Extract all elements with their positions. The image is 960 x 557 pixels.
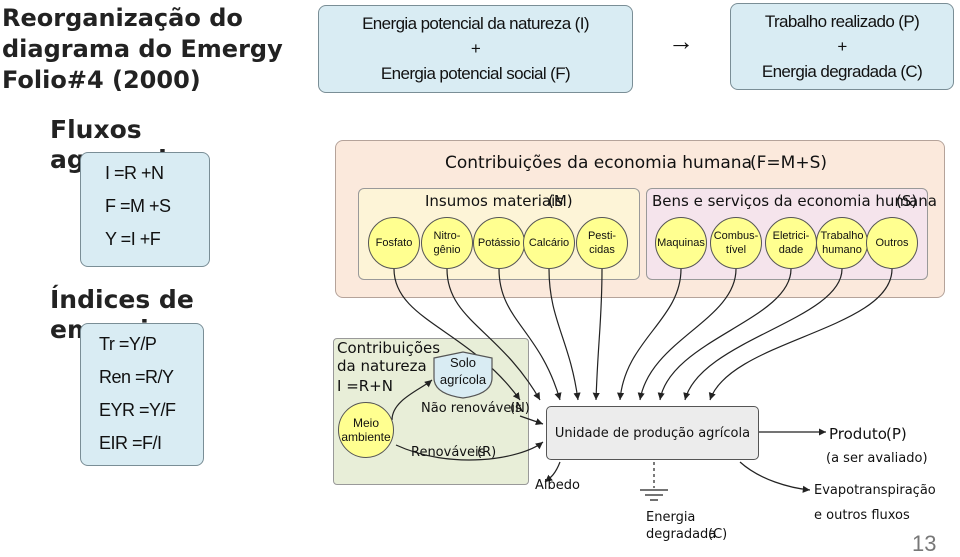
node-nitrogenio: Nitro- gênio bbox=[421, 217, 473, 269]
nature-title: Contribuições da natureza bbox=[337, 339, 441, 375]
product-note: (a ser avaliado) bbox=[826, 451, 928, 466]
index-ren: Ren =R/Y bbox=[99, 367, 174, 387]
fluxos-eq-i: I =R +N bbox=[105, 163, 164, 183]
node-outros: Outros bbox=[866, 217, 918, 269]
flow-combustivel bbox=[637, 268, 737, 401]
input-energy-plus: + bbox=[470, 39, 481, 58]
albedo-label: Albedo bbox=[535, 478, 580, 493]
flow-nitrogenio bbox=[446, 268, 541, 401]
index-tr: Tr =Y/P bbox=[99, 334, 157, 354]
node-meio-ambiente: Meio ambiente bbox=[338, 402, 394, 458]
production-unit-box: Unidade de produção agrícola bbox=[546, 406, 759, 460]
fluxos-eq-y: Y =I +F bbox=[105, 229, 161, 249]
degraded-line2: degradada bbox=[646, 527, 717, 542]
node-pesticidas: Pesti- cidas bbox=[576, 217, 628, 269]
node-maquinas: Maquinas bbox=[655, 217, 707, 269]
output-work: Trabalho realizado (P) bbox=[764, 12, 920, 31]
flow-renew bbox=[395, 441, 544, 461]
input-energy-natural: Energia potencial da natureza (I) bbox=[362, 14, 589, 33]
flow-pesticidas bbox=[592, 268, 603, 401]
page-number: 13 bbox=[912, 531, 937, 556]
input-energy-box: Energia potencial da natureza (I) + Ener… bbox=[318, 5, 633, 93]
degraded-line1: Energia bbox=[646, 510, 696, 525]
flow-eletricidade bbox=[657, 268, 792, 401]
index-eyr: EYR =Y/F bbox=[99, 400, 176, 420]
indices-box: Tr =Y/P Ren =R/Y EYR =Y/F EIR =F/I bbox=[80, 323, 204, 466]
product-label: Produto bbox=[829, 425, 887, 443]
nonrenewable-label: Não renováveis bbox=[421, 401, 522, 416]
flow-albedo bbox=[544, 461, 561, 483]
slide-title: Reorganização do diagrama do Emergy Foli… bbox=[2, 4, 283, 94]
evapo-line1: Evapotranspiração bbox=[814, 483, 936, 498]
flow-nonrenew bbox=[519, 415, 544, 426]
evapo-line2: e outros fluxos bbox=[814, 508, 910, 523]
output-plus: + bbox=[837, 37, 847, 56]
node-combustivel: Combus- tível bbox=[710, 217, 762, 269]
degraded-code: (C) bbox=[708, 527, 728, 542]
output-degraded: Energia degradada (C) bbox=[761, 62, 923, 81]
ground-icon bbox=[640, 489, 668, 501]
index-eir: EIR =F/I bbox=[99, 433, 162, 453]
product-code: (P) bbox=[886, 425, 907, 443]
flow-potassio bbox=[498, 268, 562, 401]
flow-evapo bbox=[739, 461, 811, 493]
economy-title: Contribuições da economia humana bbox=[445, 153, 752, 173]
services-code: (S) bbox=[896, 192, 918, 210]
economy-title-code: (F=M+S) bbox=[750, 153, 827, 173]
nonrenewable-code: (N) bbox=[510, 401, 530, 416]
services-label: Bens e serviços da economia humana bbox=[652, 192, 937, 210]
node-fosfato: Fosfato bbox=[368, 217, 420, 269]
flow-calcario bbox=[548, 268, 581, 401]
input-energy-social: Energia potencial social (F) bbox=[380, 64, 571, 83]
flow-trabalho bbox=[683, 268, 843, 401]
node-trabalho-humano: Trabalho humano bbox=[816, 217, 868, 269]
fluxos-eq-f: F =M +S bbox=[105, 196, 171, 216]
flow-meio-solo bbox=[391, 379, 433, 421]
flow-fosfato bbox=[393, 268, 521, 401]
soil-shield-icon bbox=[433, 351, 493, 399]
fluxos-box: I =R +N F =M +S Y =I +F bbox=[80, 152, 210, 267]
output-energy-box: Trabalho realizado (P) + Energia degrada… bbox=[730, 3, 954, 90]
transform-arrow-icon: → bbox=[668, 26, 694, 56]
node-calcario: Calcário bbox=[523, 217, 575, 269]
flow-outros bbox=[708, 268, 893, 401]
materials-label: Insumos materiais bbox=[425, 192, 564, 210]
soil-label: Solo agrícola bbox=[439, 355, 487, 387]
flow-maquinas bbox=[617, 268, 682, 401]
renewable-code: (R) bbox=[477, 445, 497, 460]
nature-formula: I =R+N bbox=[337, 377, 393, 395]
materials-code: (M) bbox=[548, 192, 573, 210]
renewable-label: Renováveis bbox=[411, 445, 486, 460]
